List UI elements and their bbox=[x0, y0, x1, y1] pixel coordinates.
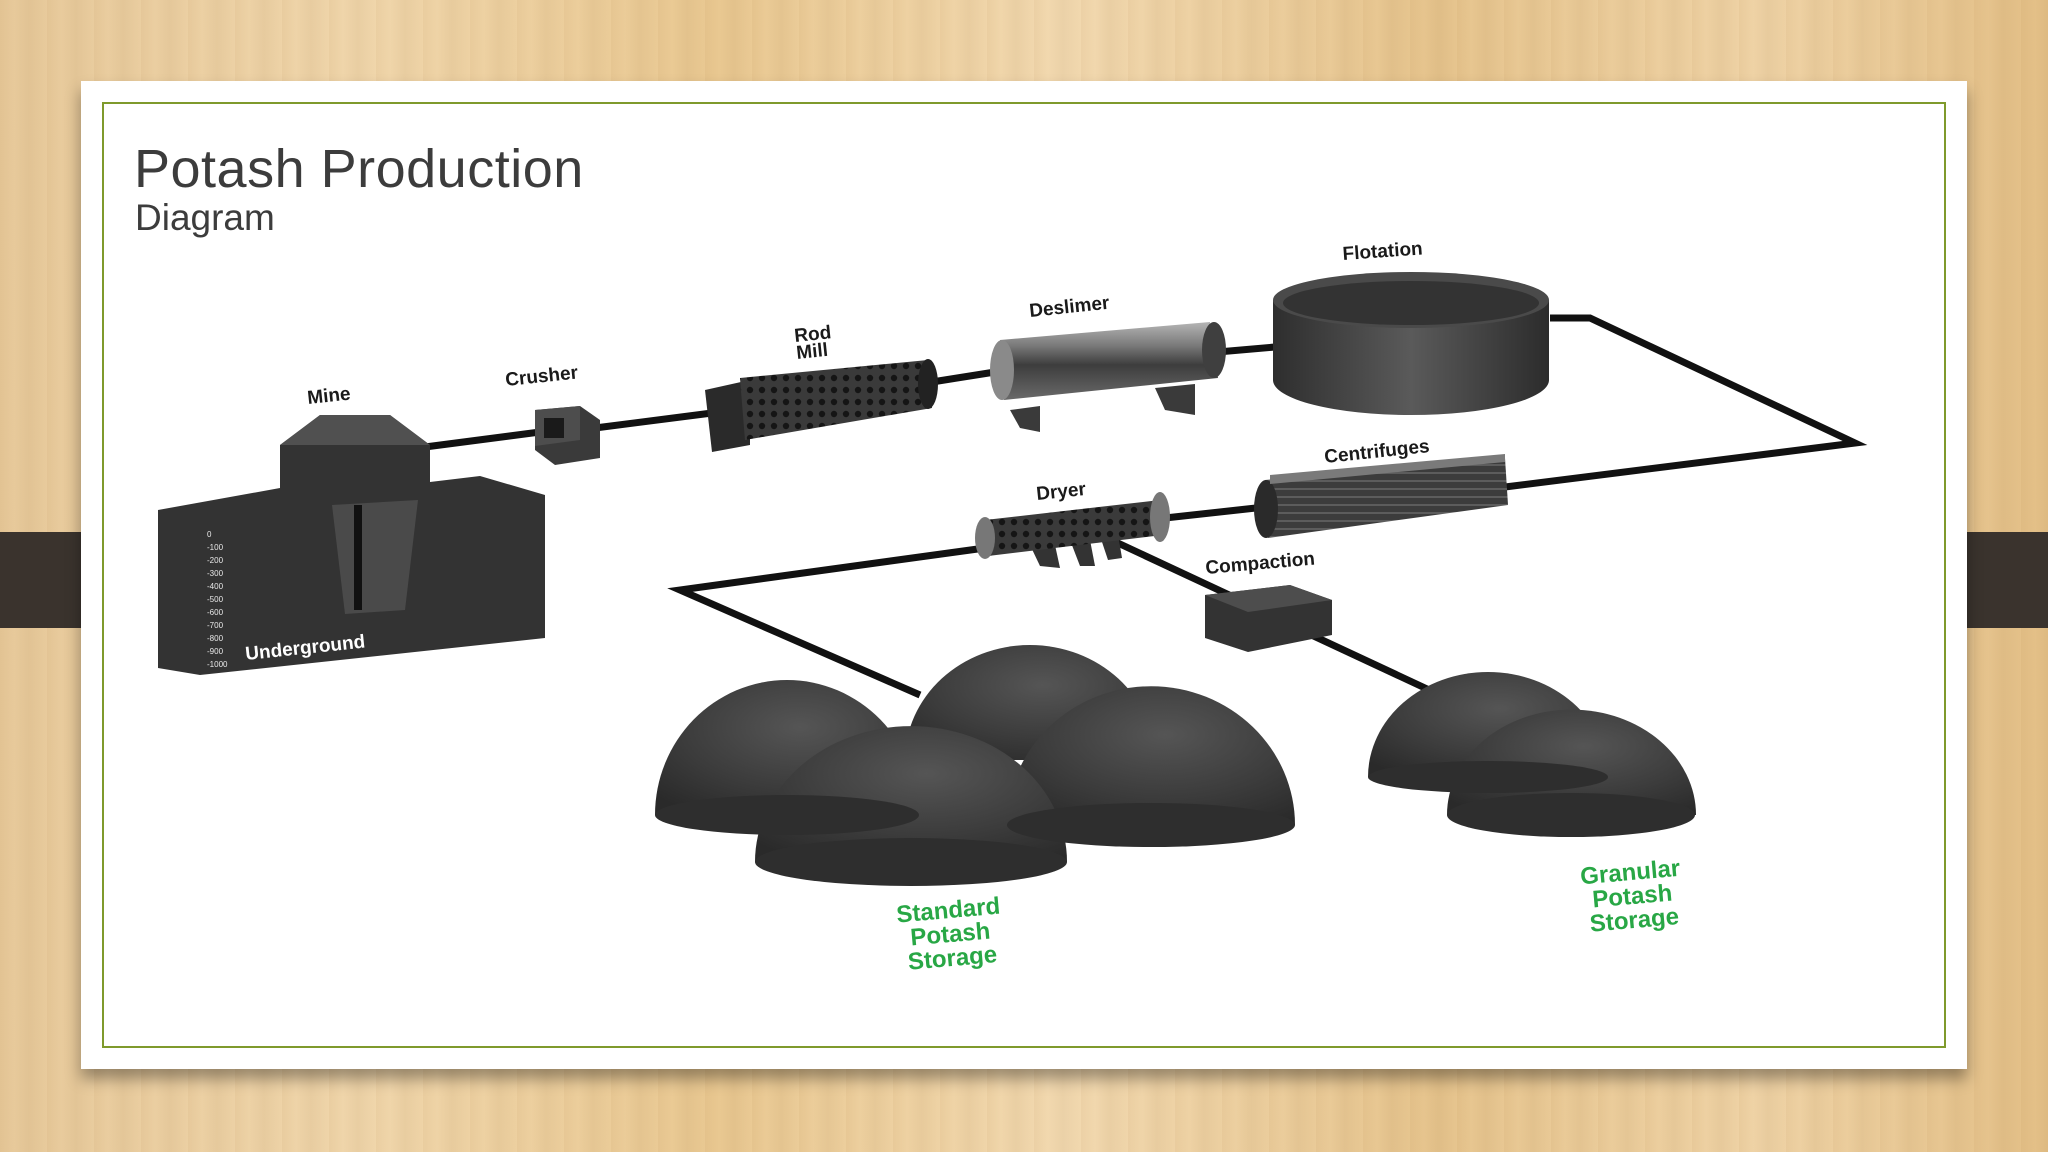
dryer-label: Dryer bbox=[1035, 479, 1087, 505]
granular-storage-domes bbox=[1368, 672, 1696, 837]
deslimer-label: Deslimer bbox=[1028, 293, 1111, 322]
deslimer: Deslimer bbox=[990, 293, 1226, 432]
pipe-crusher-rodmill bbox=[595, 413, 712, 428]
pipe-rodmill-deslimer bbox=[932, 372, 995, 382]
pipe-dryer-standard bbox=[680, 548, 985, 695]
pipe-flotation-centrifuges bbox=[1505, 318, 1855, 487]
rod-mill: Rod Mill bbox=[705, 322, 938, 452]
depth-tick: -300 bbox=[207, 569, 224, 578]
depth-tick: -100 bbox=[207, 543, 224, 552]
depth-tick: -1000 bbox=[207, 660, 228, 669]
mine-shaft-core bbox=[354, 505, 362, 610]
mine-top-face bbox=[280, 415, 430, 445]
depth-tick: -500 bbox=[207, 595, 224, 604]
mine-shaft bbox=[332, 500, 418, 614]
depth-tick: -700 bbox=[207, 621, 224, 630]
granular-storage-label: Granular Potash Storage bbox=[1579, 855, 1685, 938]
crusher: Crusher bbox=[504, 362, 600, 465]
depth-tick: -900 bbox=[207, 647, 224, 656]
mine: 0 -100 -200 -300 -400 -500 -600 -700 -80… bbox=[158, 384, 545, 675]
pipe-mine-crusher bbox=[425, 432, 540, 447]
flotation-tank: Flotation bbox=[1273, 238, 1549, 415]
standard-storage-label: Standard Potash Storage bbox=[895, 893, 1005, 977]
compaction: Compaction bbox=[1205, 548, 1332, 652]
crusher-label: Crusher bbox=[504, 362, 579, 391]
depth-tick: -200 bbox=[207, 556, 224, 565]
pipe-centrifuges-dryer bbox=[1165, 507, 1265, 518]
compaction-label: Compaction bbox=[1205, 548, 1316, 578]
rod-mill-label-line2: Mill bbox=[795, 340, 829, 364]
depth-tick: -400 bbox=[207, 582, 224, 591]
standard-storage-domes bbox=[655, 645, 1295, 886]
mine-label: Mine bbox=[306, 384, 351, 409]
depth-tick: -800 bbox=[207, 634, 224, 643]
centrifuges: Centrifuges bbox=[1254, 436, 1508, 538]
flotation-label: Flotation bbox=[1342, 238, 1423, 265]
depth-tick: -600 bbox=[207, 608, 224, 617]
depth-tick: 0 bbox=[207, 530, 212, 539]
